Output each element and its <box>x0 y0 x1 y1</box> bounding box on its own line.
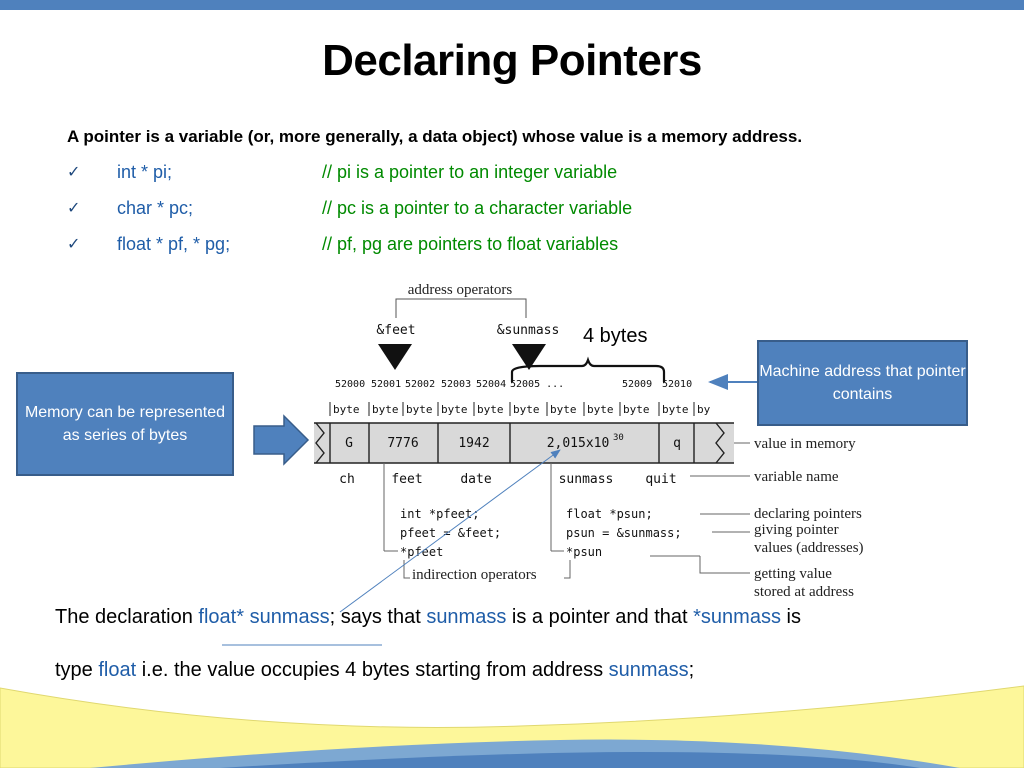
code-line: int *pfeet; <box>400 507 479 521</box>
four-bytes-label: 4 bytes <box>583 325 648 347</box>
pointer-triangle-icon <box>378 344 412 370</box>
diagram-label: variable name <box>754 469 839 485</box>
diagram-label: declaring pointers <box>754 506 862 522</box>
block-arrow-icon <box>253 414 310 466</box>
byte-label: by <box>697 403 711 416</box>
bullet-comment: // pc is a pointer to a character variab… <box>322 198 633 218</box>
address-label: 52009 <box>622 379 652 390</box>
checkmark-icon: ✓ <box>67 200 81 217</box>
byte-label: byte <box>587 403 614 416</box>
memory-callout: Memory can be represented as series of b… <box>16 372 234 476</box>
memory-strip <box>314 423 734 463</box>
explanation-line-2: type float i.e. the value occupies 4 byt… <box>55 659 695 681</box>
byte-label: byte <box>372 403 399 416</box>
keyword-highlight: sunmass <box>426 606 507 628</box>
intro-text: A pointer is a variable (or, more genera… <box>67 127 803 146</box>
diagram-label: value in memory <box>754 436 856 452</box>
bullet-comment: // pi is a pointer to an integer variabl… <box>322 162 618 182</box>
checkmark-icon: ✓ <box>67 164 81 181</box>
explanation-line-1: The declaration float* sunmass; says tha… <box>55 606 801 628</box>
four-bytes-brace <box>510 356 666 382</box>
variable-name: quit <box>645 472 676 487</box>
keyword-highlight: *sunmass <box>693 606 781 628</box>
byte-label: byte <box>333 403 360 416</box>
bullet-comment: // pf, pg are pointers to float variable… <box>322 234 619 254</box>
footer-wave <box>0 685 1024 768</box>
address-label: 52003 <box>441 379 471 390</box>
byte-label: byte <box>662 403 689 416</box>
op-sunmass-label: &sunmass <box>497 323 560 338</box>
address-label: 52010 <box>662 379 692 390</box>
address-label: 52005 ... <box>510 379 564 390</box>
bullet-code: int * pi; <box>117 162 173 182</box>
variable-name: date <box>460 472 491 487</box>
variable-name: ch <box>339 472 355 487</box>
keyword-highlight: float <box>98 659 137 681</box>
address-operators-label: address operators <box>408 282 513 298</box>
address-label: 52001 <box>371 379 401 390</box>
code-line: psun = &sunmass; <box>566 526 682 540</box>
indirection-operators-label: indirection operators <box>412 567 537 583</box>
top-accent-bar <box>0 0 1024 10</box>
diagram-label: stored at address <box>754 584 854 600</box>
exponent-label: 30 <box>613 433 624 443</box>
address-operators-bracket <box>395 298 527 318</box>
byte-label: byte <box>441 403 468 416</box>
bullet-code: char * pc; <box>117 198 194 218</box>
diagram-label: giving pointer <box>754 522 839 538</box>
memory-cell-value: 1942 <box>458 436 489 451</box>
memory-cell-value: 2,015x10 <box>547 436 610 451</box>
code-line: pfeet = &feet; <box>400 526 501 540</box>
code-line: *psun <box>566 545 602 559</box>
variable-name: feet <box>391 472 422 487</box>
memory-cell-value: q <box>673 436 681 451</box>
slide-title: Declaring Pointers <box>322 36 702 85</box>
memory-cell-value: G <box>345 436 353 451</box>
op-feet-label: &feet <box>376 323 415 338</box>
address-label: 52002 <box>405 379 435 390</box>
byte-label: byte <box>550 403 577 416</box>
bullet-code: float * pf, * pg; <box>117 234 231 254</box>
diagram-label: getting value <box>754 566 832 582</box>
variable-name: sunmass <box>559 472 614 487</box>
memory-cell-value: 7776 <box>387 436 418 451</box>
pointer-triangle-icon <box>512 344 546 370</box>
keyword-highlight: sunmass <box>608 659 689 681</box>
address-label: 52000 <box>335 379 365 390</box>
byte-label: byte <box>477 403 504 416</box>
byte-label: byte <box>623 403 650 416</box>
machine-address-callout: Machine address that pointer contains <box>757 340 968 426</box>
keyword-highlight: float* sunmass <box>198 606 330 628</box>
address-label: 52004 <box>476 379 506 390</box>
byte-label: byte <box>406 403 433 416</box>
sunmass-link-arrow <box>339 449 561 613</box>
byte-label: byte <box>513 403 540 416</box>
checkmark-icon: ✓ <box>67 236 81 253</box>
code-line: float *psun; <box>566 507 653 521</box>
diagram-label: values (addresses) <box>754 540 864 556</box>
